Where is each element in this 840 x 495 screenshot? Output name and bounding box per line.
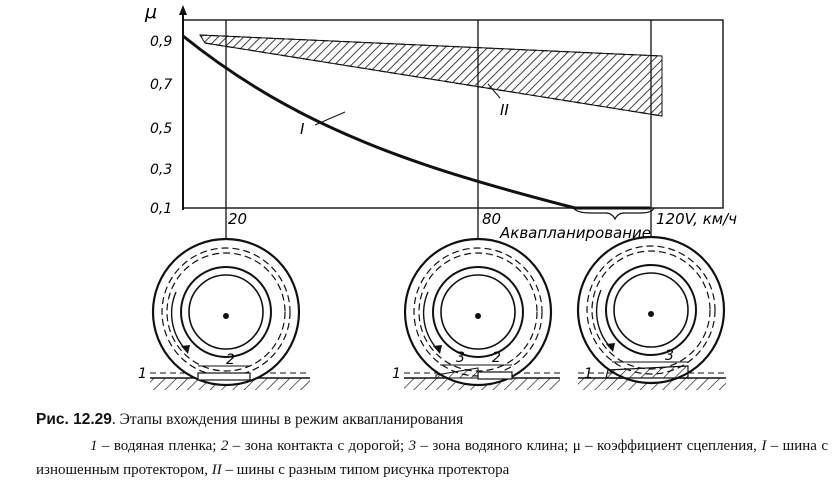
legend-text: – шина с изношенным протектором, xyxy=(36,438,828,478)
aquaplaning-figure: μ 0,9 0,7 0,5 0,3 0,1 20 80 120V, км/ч I… xyxy=(138,1,737,390)
label-2: 2 xyxy=(226,352,235,368)
x-tick-label: 20 xyxy=(228,210,247,228)
legend-text: – шины с разным типом рисунка протектора xyxy=(221,462,510,478)
legend-key: 2 xyxy=(220,438,229,454)
band-II-lower-edge xyxy=(204,42,663,117)
y-tick-label: 0,9 xyxy=(150,34,172,50)
band-II-leader xyxy=(487,83,501,99)
y-axis-symbol: μ xyxy=(144,1,157,23)
y-tick-label: 0,5 xyxy=(150,121,172,137)
label-3: 3 xyxy=(456,350,465,366)
band-II xyxy=(199,34,663,117)
curve-I-label: I xyxy=(300,120,305,138)
wheel-stage-1: 1 2 xyxy=(138,237,310,390)
water-wedge-3 xyxy=(605,365,689,379)
figure-number: Рис. 12.29 xyxy=(36,411,112,428)
contact-zone-2 xyxy=(477,371,513,380)
label-3: 3 xyxy=(665,348,674,364)
wheel-stage-2: 1 3 2 xyxy=(392,237,560,390)
legend-key: 1 xyxy=(90,438,98,454)
y-axis-arrowhead xyxy=(179,5,187,15)
band-II-upper-edge xyxy=(199,34,663,57)
figure-title: . Этапы вхождения шины в режим акваплани… xyxy=(111,411,464,428)
label-2: 2 xyxy=(492,350,501,366)
curve-I xyxy=(182,34,650,210)
aquaplaning-label: Аквапланирование xyxy=(499,224,651,242)
legend-text: – зона водяного клина; μ – коэффициент с… xyxy=(416,438,762,454)
y-tick-label: 0,7 xyxy=(150,77,172,93)
legend-key: I xyxy=(761,438,767,454)
contact-zone-2 xyxy=(197,372,251,381)
figure-caption: Рис. 12.29. Этапы вхождения шины в режим… xyxy=(36,409,826,431)
band-II-label: II xyxy=(500,101,509,119)
y-tick-label: 0,1 xyxy=(150,201,172,217)
x-tick-label: 120V, км/ч xyxy=(656,210,737,228)
curve-I-leader xyxy=(314,111,346,126)
figure-legend: 1 – водяная пленка; 2 – зона контакта с … xyxy=(36,434,828,482)
legend-key: 3 xyxy=(408,438,417,454)
label-1: 1 xyxy=(392,366,401,382)
label-1: 1 xyxy=(584,366,593,382)
legend-key: II xyxy=(211,462,222,478)
legend-text: – зона контакта с дорогой; xyxy=(228,438,409,454)
x-tick-label: 80 xyxy=(482,210,501,228)
aquaplaning-brace xyxy=(573,207,655,221)
y-tick-label: 0,3 xyxy=(150,162,172,178)
label-1: 1 xyxy=(138,366,147,382)
legend-text: – водяная пленка; xyxy=(97,438,221,454)
wheel-stage-3: 1 3 xyxy=(576,235,726,390)
